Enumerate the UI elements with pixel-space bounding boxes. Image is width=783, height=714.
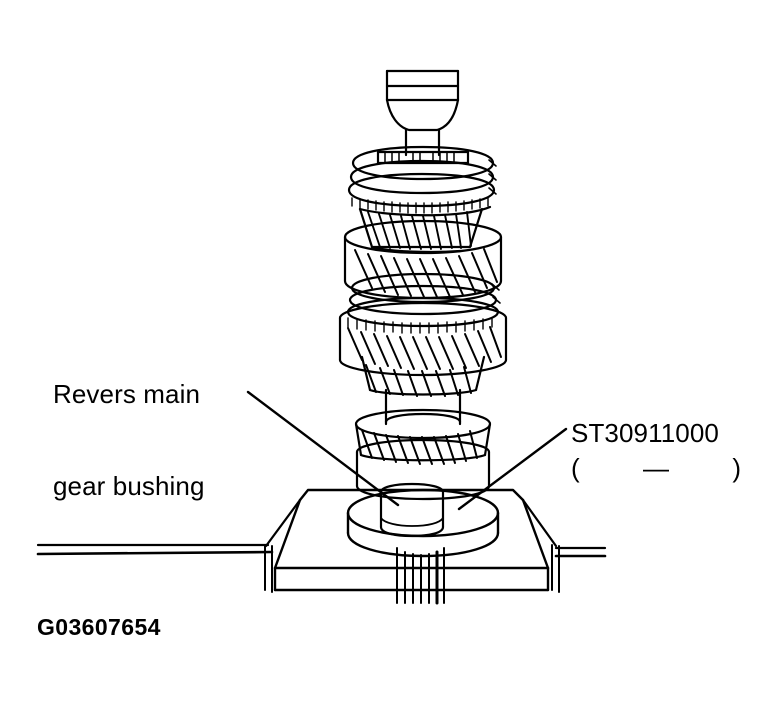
helical-gear-middle [343, 219, 503, 300]
reverse-main-gear [354, 408, 492, 501]
annotation-tool-dash: — [643, 453, 669, 483]
annotation-tool-paren-open: ( [571, 453, 580, 483]
synchronizer-ring-stack-upper [347, 145, 497, 208]
figure-code: G03607654 [37, 614, 161, 640]
leader-line-bushing [246, 390, 400, 507]
helical-gear-large [338, 301, 508, 397]
drift-tool-head [385, 69, 460, 132]
drift-tool-shaft [404, 128, 441, 157]
annotation-bushing-line2: gear bushing [53, 471, 205, 502]
annotation-tool-paren-close: ) [732, 453, 741, 483]
mainshaft [384, 388, 462, 426]
st-tool-base-plate [346, 488, 500, 558]
annotation-bushing-label: Revers main gear bushing [53, 318, 205, 563]
annotation-tool-subline: ( — ) [571, 453, 741, 484]
splined-shaft-lower [396, 547, 445, 605]
press-table [36, 488, 607, 593]
synchronizer-ring-stack-lower [346, 272, 501, 328]
leader-line-tool [457, 427, 568, 511]
annotation-tool-part-number: ST30911000 [571, 418, 719, 448]
annotation-bushing-line1: Revers main [53, 379, 201, 410]
